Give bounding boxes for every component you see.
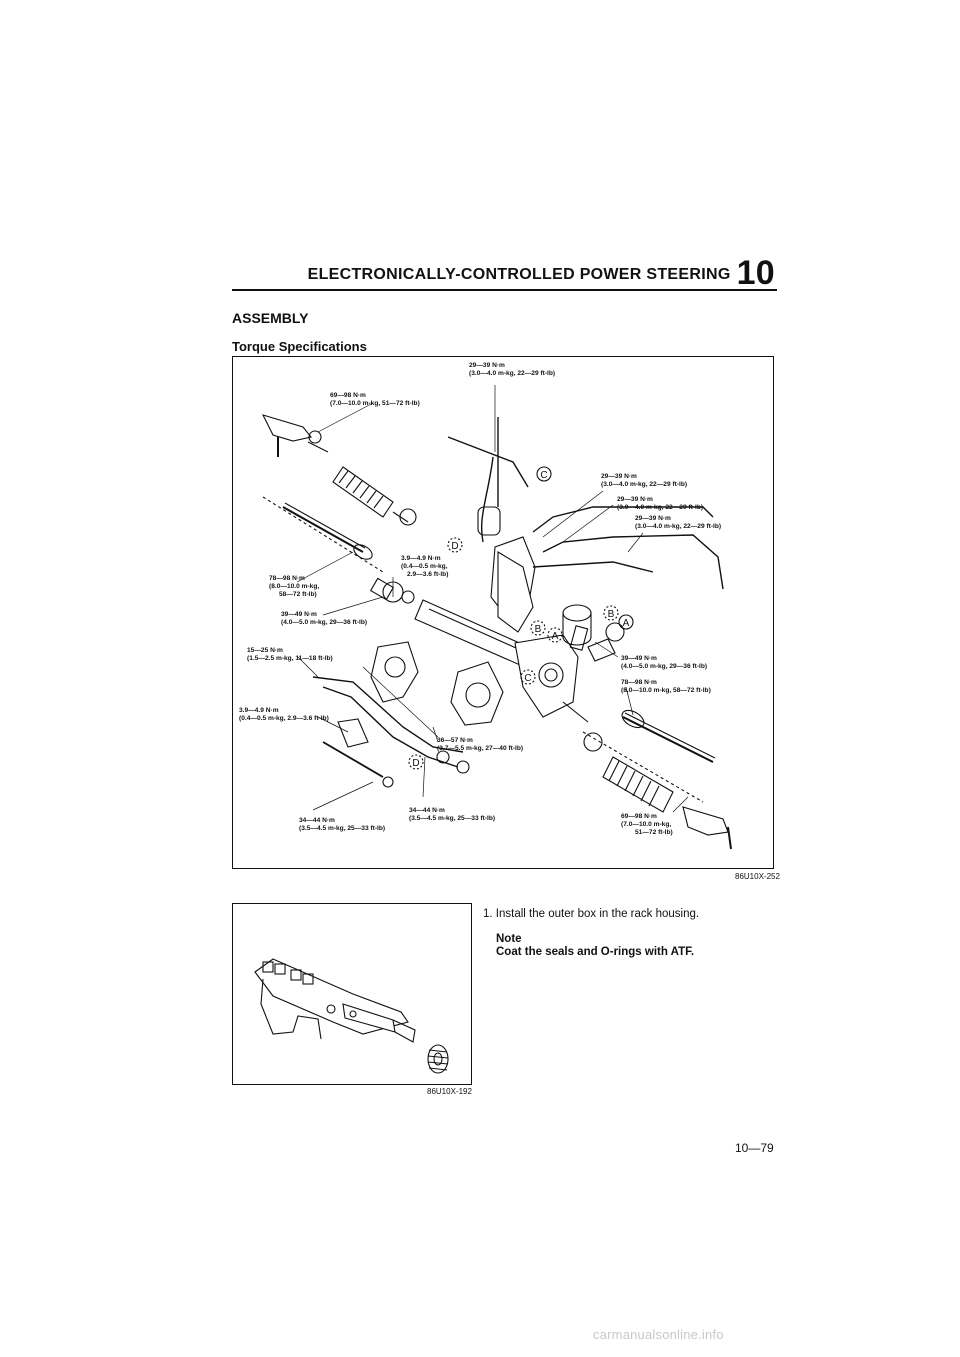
callout-a-right: A xyxy=(618,614,634,630)
torque-label-9: 15—25 N·m(1.5—2.5 m-kg, 11—18 ft-lb) xyxy=(247,647,333,662)
install-illustration xyxy=(232,903,472,1085)
svg-text:C: C xyxy=(524,673,531,684)
page-number: 10—79 xyxy=(735,1141,774,1155)
callout-d-bottom: D xyxy=(408,754,424,770)
torque-label-11: 39—49 N·m(4.0—5.0 m-kg, 29—36 ft-lb) xyxy=(621,655,708,670)
chapter-header: ELECTRONICALLY-CONTROLLED POWER STEERING… xyxy=(300,249,775,292)
watermark: carmanualsonline.info xyxy=(593,1327,724,1342)
svg-text:B: B xyxy=(535,624,542,635)
callout-b-right: B xyxy=(603,605,619,621)
illustration-code: 86U10X-192 xyxy=(427,1087,472,1096)
section-subheading: Torque Specifications xyxy=(232,339,367,354)
note-text: Coat the seals and O-rings with ATF. xyxy=(496,946,695,958)
step-1-text: 1. Install the outer box in the rack hou… xyxy=(483,908,700,920)
torque-label-16: 69—98 N·m(7.0—10.0 m-kg,51—72 ft-lb) xyxy=(621,813,673,836)
header-divider xyxy=(232,289,777,291)
callout-d-top: D xyxy=(447,537,463,553)
svg-text:A: A xyxy=(623,618,630,629)
torque-label-10: 3.9—4.9 N·m(0.4—0.5 m-kg, 2.9—3.6 ft-lb) xyxy=(239,707,329,722)
outer-box-part xyxy=(427,1044,449,1074)
torque-label-3: 29—39 N·m(3.0—4.0 m-kg, 22—29 ft-lb) xyxy=(601,473,688,488)
right-boot xyxy=(602,756,674,813)
exploded-diagram-drawing: C D B A C B A D xyxy=(261,385,732,850)
svg-text:D: D xyxy=(412,758,419,769)
chapter-number: 10 xyxy=(736,254,775,292)
callout-a-mid: A xyxy=(547,627,563,643)
torque-label-13: 36—57 N·m(3.7—5.5 m-kg, 27—40 ft-lb) xyxy=(437,737,524,752)
torque-label-2: 69—98 N·m(7.0—10.0 m-kg, 51—72 ft-lb) xyxy=(330,392,420,407)
torque-label-6: 3.9—4.9 N·m(0.4—0.5 m-kg,2.9—3.6 ft-lb) xyxy=(401,555,449,578)
callout-c-top: C xyxy=(536,466,552,482)
torque-label-7: 78—98 N·m(8.0—10.0 m-kg,58—72 ft-lb) xyxy=(269,575,320,598)
svg-text:C: C xyxy=(540,470,547,481)
torque-label-1: 29—39 N·m(3.0—4.0 m-kg, 22—29 ft-lb) xyxy=(469,362,556,377)
svg-text:A: A xyxy=(552,631,559,642)
torque-label-8: 39—49 N·m(4.0—5.0 m-kg, 29—36 ft-lb) xyxy=(281,611,368,626)
install-illustration-drawing xyxy=(254,958,449,1074)
callout-b-mid: B xyxy=(530,620,546,636)
section-heading: ASSEMBLY xyxy=(232,310,309,326)
exploded-diagram: C D B A C B A D 29—39 N·m(3.0—4.0 m-kg, … xyxy=(232,356,774,869)
torque-label-14: 34—44 N·m(3.5—4.5 m-kg, 25—33 ft-lb) xyxy=(409,807,496,822)
torque-label-5: 29—39 N·m(3.0—4.0 m-kg, 22—29 ft-lb) xyxy=(635,515,722,530)
left-boot xyxy=(332,466,394,518)
torque-label-4: 29—39 N·m(3.0—4.0 m-kg, 22—29 ft-lb) xyxy=(617,496,704,511)
figure-code: 86U10X-252 xyxy=(735,872,780,881)
torque-label-15: 34—44 N·m(3.5—4.5 m-kg, 25—33 ft-lb) xyxy=(299,817,386,832)
svg-text:D: D xyxy=(451,541,458,552)
svg-text:B: B xyxy=(608,609,615,620)
note-label: Note xyxy=(496,933,522,945)
torque-label-12: 78—98 N·m(8.0—10.0 m-kg, 58—72 ft-lb) xyxy=(621,679,711,694)
chapter-title: ELECTRONICALLY-CONTROLLED POWER STEERING xyxy=(307,266,731,283)
callout-c-mid: C xyxy=(520,669,536,685)
